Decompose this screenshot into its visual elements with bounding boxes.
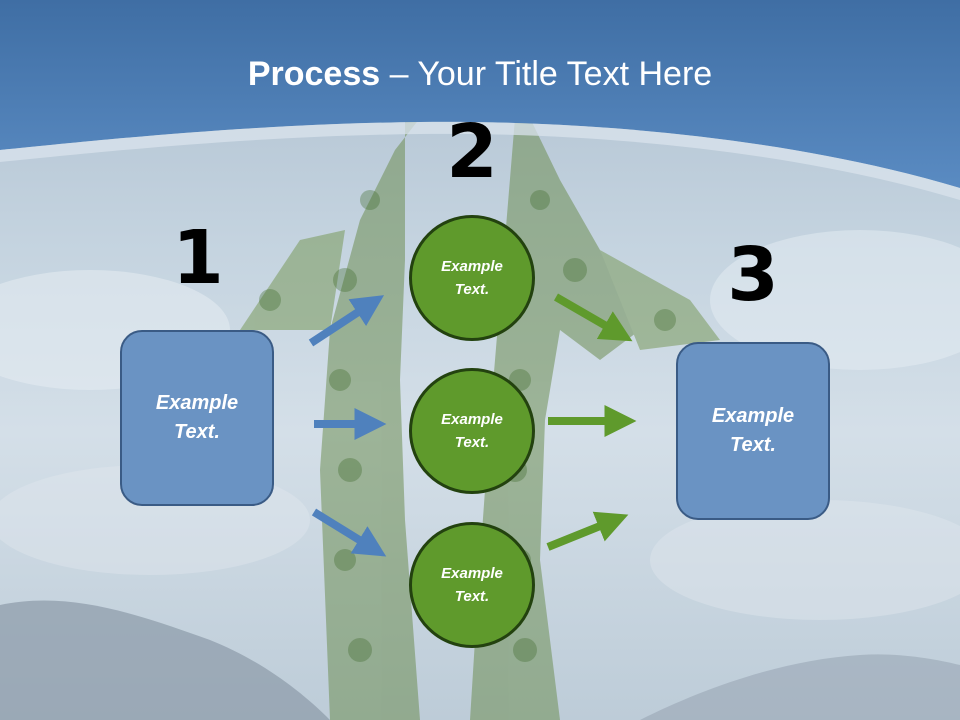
step-1-number: 1 bbox=[172, 215, 224, 301]
step-1-box: Example Text. bbox=[120, 330, 274, 506]
step-2-circle-top: Example Text. bbox=[409, 215, 535, 341]
step-3-text: Example Text. bbox=[711, 405, 795, 456]
step-3-box: Example Text. bbox=[676, 342, 830, 520]
arrow-right-up-icon bbox=[308, 295, 385, 347]
step-2-circle-bottom: Example Text. bbox=[409, 522, 535, 648]
step-2-text-bottom: Example Text. bbox=[441, 565, 503, 605]
arrow-right-down-icon bbox=[311, 508, 387, 557]
header-band bbox=[0, 0, 960, 188]
step-3-number: 3 bbox=[727, 232, 779, 318]
step-2-text-top: Example Text. bbox=[441, 258, 503, 298]
arrow-right-up-green-icon bbox=[546, 511, 629, 551]
arrow-right-down-green-icon bbox=[553, 293, 633, 342]
step-1-text: Example Text. bbox=[155, 392, 239, 443]
step-2-number: 2 bbox=[446, 109, 498, 195]
step-2-text-middle: Example Text. bbox=[441, 411, 503, 451]
slide-title: Process – Your Title Text Here bbox=[247, 55, 713, 93]
step-2-circle-middle: Example Text. bbox=[409, 368, 535, 494]
